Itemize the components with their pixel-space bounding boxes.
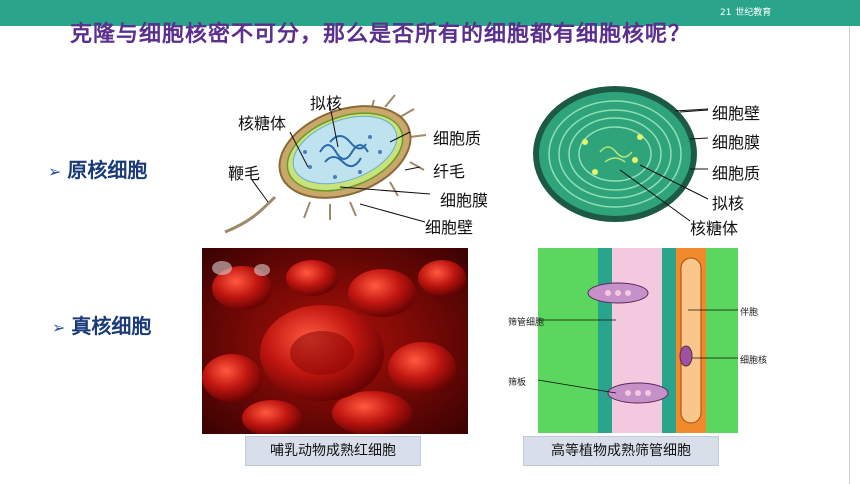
red-blood-cells-image [202,248,468,434]
label-bacteria-membrane: 细胞膜 [440,191,489,210]
caption-rbc: 哺乳动物成熟红细胞 [245,436,421,466]
label-companion-cell: 伴胞 [740,308,759,318]
cyanobacteria-diagram [533,86,709,222]
label-bacteria-ribosome: 核糖体 [238,114,287,133]
brand-logo: 21 世纪教育 [720,2,820,22]
logo-main: 21 [720,8,732,18]
cyanobacteria-leader-lines [619,108,709,222]
page-title: 克隆与细胞核密不可分，那么是否所有的细胞都有细胞核呢？ [70,22,692,47]
bullet-eukaryote-label: 真核细胞 [71,314,152,338]
label-sieve-tube: 筛管细胞 [508,318,545,328]
label-round-wall: 细胞壁 [712,104,761,123]
label-sieve-plate: 筛板 [508,378,527,388]
label-bacteria-cytoplasm: 细胞质 [433,129,482,148]
label-bacteria-wall: 细胞壁 [425,218,474,237]
label-companion-nucleus: 细胞核 [740,356,768,366]
arrow-right-icon: ➢ [48,162,62,181]
label-round-membrane: 细胞膜 [712,133,761,152]
label-bacteria-pili: 纤毛 [433,162,466,181]
label-bacteria-flagellum: 鞭毛 [228,164,261,183]
bullet-eukaryote: ➢ 真核细胞 [52,310,151,339]
logo-sub: 世纪教育 [735,8,772,18]
label-bacteria-nucleoid: 拟核 [310,94,343,113]
bullet-prokaryote-label: 原核细胞 [67,158,148,182]
bacteria-diagram [224,94,431,234]
label-round-cytoplasm: 细胞质 [712,164,761,183]
sieve-tube-diagram [538,248,738,433]
label-round-ribosome: 核糖体 [690,219,739,238]
caption-sieve: 高等植物成熟筛管细胞 [523,436,719,466]
right-border [849,26,850,484]
bullet-prokaryote: ➢ 原核细胞 [48,154,147,183]
label-round-nucleoid: 拟核 [712,194,745,213]
top-bar [0,0,860,26]
arrow-right-icon: ➢ [52,318,66,337]
